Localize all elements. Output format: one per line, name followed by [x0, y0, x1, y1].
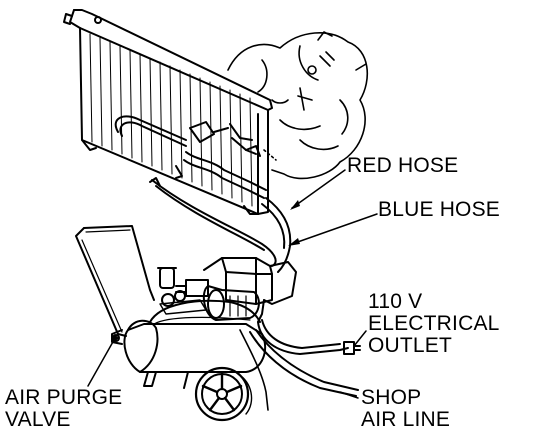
radiator-hoses	[114, 115, 267, 199]
engine-block	[227, 31, 368, 180]
leader-arrowheads	[112, 200, 300, 344]
shop-text-line-1: SHOP	[361, 386, 422, 409]
red-hose-text: RED HOSE	[347, 154, 459, 177]
red-hose	[149, 177, 277, 267]
purge-text-line-2: VALVE	[5, 408, 71, 431]
blue-hose-leader	[291, 213, 378, 245]
compressor-tank	[75, 225, 267, 422]
outlet-text-line-2: ELECTRICAL	[368, 312, 500, 335]
purge-text-line-1: AIR PURGE	[5, 386, 123, 409]
blue-hose-label: BLUE HOSE	[378, 199, 500, 221]
blue-hose-text: BLUE HOSE	[378, 198, 501, 221]
radiator	[63, 9, 273, 215]
red-hose-leader	[291, 169, 346, 209]
electrical-cord	[257, 319, 361, 355]
outlet-text-line-1: 110 V	[368, 290, 423, 313]
shop-air-leader	[339, 391, 359, 399]
outlet-leader	[353, 330, 367, 347]
shop-text-line-2: AIR LINE	[361, 408, 451, 431]
red-hose-label: RED HOSE	[347, 155, 458, 177]
leader-lines	[87, 169, 378, 399]
purge-valve-leader	[87, 339, 115, 387]
electrical-outlet-label: 110 V ELECTRICAL OUTLET	[368, 291, 500, 357]
flush-machine	[157, 257, 297, 323]
blue-hose	[261, 197, 292, 273]
shop-air-hose	[239, 329, 359, 411]
outlet-text-line-3: OUTLET	[368, 334, 453, 357]
shop-air-line-label: SHOP AIR LINE	[361, 387, 450, 431]
air-purge-valve-label: AIR PURGE VALVE	[5, 387, 122, 431]
